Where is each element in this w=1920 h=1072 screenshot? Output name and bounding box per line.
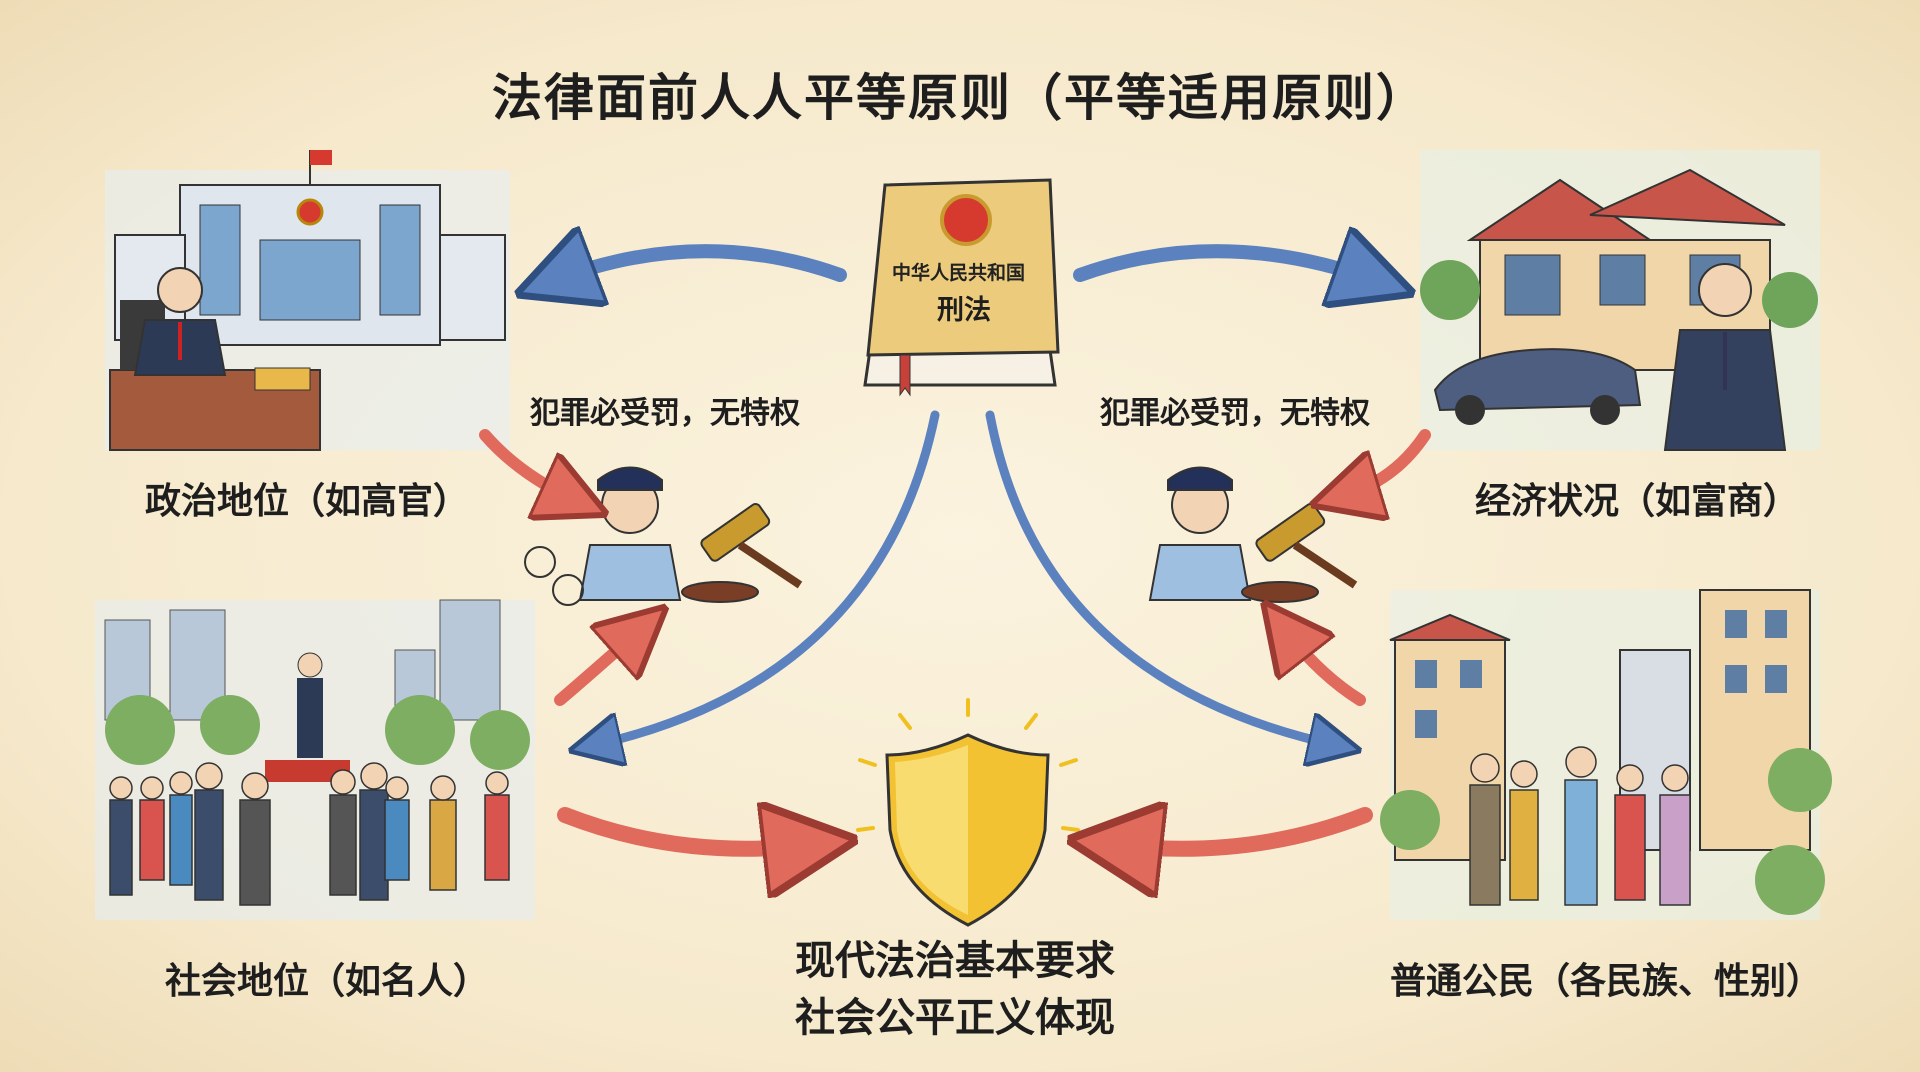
government-building-scene	[105, 150, 510, 451]
arrow-economic-to-police	[1345, 429, 1431, 495]
ordinary-citizens-scene	[1380, 589, 1832, 920]
arrow-social-to-police	[554, 630, 640, 706]
arrow-book-to-political	[555, 251, 847, 280]
page-title: 法律面前人人平等原则（平等适用原则）	[492, 69, 1428, 127]
criminal-law-book-icon	[863, 178, 1060, 397]
label-political-status: 政治地位（如高官）	[145, 481, 470, 522]
label-ordinary-citizens: 普通公民（各民族、性别）	[1390, 961, 1823, 1002]
center-text-line1: 现代法治基本要求	[795, 938, 1115, 984]
arrow-book-to-economic	[1073, 251, 1375, 280]
arrow-book-to-social	[595, 410, 940, 745]
justice-shield-icon	[856, 698, 1080, 927]
police-officer-left-icon	[524, 466, 803, 606]
luxury-villa-scene	[1420, 150, 1820, 451]
book-title-line1: 中华人民共和国	[892, 262, 1026, 284]
police-officer-right-icon	[1148, 466, 1358, 603]
book-title-line2: 刑法	[937, 295, 991, 326]
arrows	[479, 251, 1431, 849]
celebrity-crowd-scene	[95, 599, 535, 920]
arrow-ordinary-to-shield	[1115, 815, 1373, 849]
label-economic-status: 经济状况（如富商）	[1475, 481, 1800, 522]
arrow-political-to-police	[479, 429, 575, 500]
label-social-status: 社会地位（如名人）	[165, 961, 490, 1002]
center-text-line2: 社会公平正义体现	[795, 995, 1115, 1041]
arrow-social-to-shield	[557, 815, 810, 849]
slogan-right: 犯罪必受罚，无特权	[1100, 396, 1370, 431]
arrow-ordinary-to-police	[1285, 630, 1366, 706]
slogan-left: 犯罪必受罚，无特权	[530, 396, 800, 431]
arrow-book-to-ordinary	[985, 410, 1335, 745]
